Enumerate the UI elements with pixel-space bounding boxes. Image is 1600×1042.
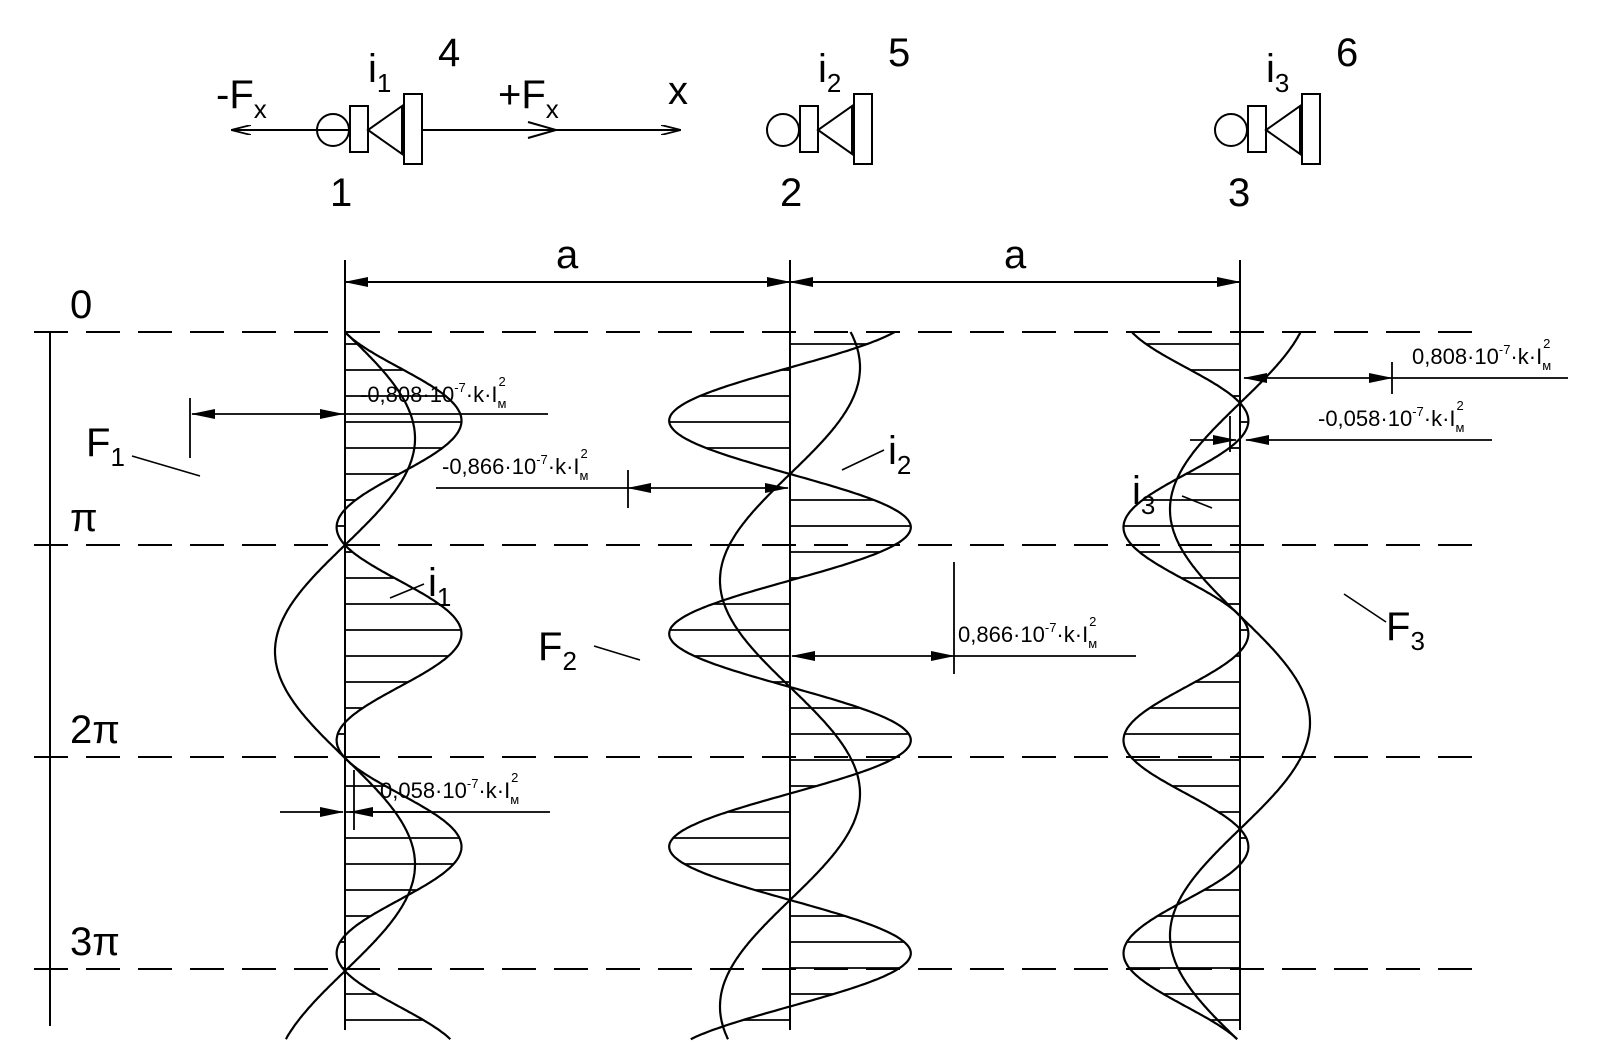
force-label-3: F3: [1386, 605, 1425, 656]
force-label-2: F2: [538, 625, 577, 676]
force-label-1: F1: [86, 421, 125, 472]
plus-fx-label: +Fx: [498, 73, 559, 124]
device-number-3: 6: [1336, 31, 1358, 75]
contact-block-icon: [799, 105, 819, 153]
conductor-symbol-2: 2 5 i2: [766, 31, 910, 215]
conductor-number-1: 1: [330, 171, 352, 215]
triangle-icon: [1264, 104, 1301, 156]
contact-block-icon: [349, 105, 369, 153]
annotation-f3-pos: 0,808·10-7·k·Iм2: [1412, 336, 1551, 373]
plate-icon: [1301, 93, 1321, 165]
conductor-plot-3: [1122, 260, 1312, 1041]
top-axis: -Fx +Fx x: [216, 69, 688, 139]
annotation-f2-neg: -0,866·10-7·k·Iм2: [442, 446, 589, 483]
plate-icon: [853, 93, 873, 165]
force-label-3-leader: [1343, 593, 1387, 623]
annotation-f2-pos: 0,866·10-7·k·Iм2: [958, 614, 1097, 651]
current-curve-1: [273, 331, 417, 1040]
spacing-label-2: a: [1004, 233, 1027, 277]
current-label-2: i2: [888, 429, 911, 480]
force-curve-2: [668, 331, 912, 1041]
current-label-top-3: i3: [1266, 47, 1289, 98]
current-curve-2: [718, 331, 862, 1040]
force-label-1-leader: [131, 455, 201, 477]
x-axis-label: x: [668, 69, 688, 113]
force-curve-1: [335, 331, 463, 1041]
conductor-symbols: 1 4 i1 2 5 i2 3 6 i3: [316, 31, 1358, 215]
conductor-plot-1: [273, 260, 463, 1041]
phase-label: π: [70, 496, 98, 540]
minus-fx-label: -Fx: [216, 73, 267, 124]
conductor-number-3: 3: [1228, 171, 1250, 215]
plus-force-arrowhead: [527, 121, 560, 139]
triangle-icon: [816, 104, 853, 156]
conductor-symbol-3: 3 6 i3: [1214, 31, 1358, 215]
triangle-icon: [366, 104, 403, 156]
current-label-1: i1: [428, 561, 451, 612]
phase-label: 0: [70, 283, 92, 327]
current-label-top-2: i2: [818, 47, 841, 98]
device-number-1: 4: [438, 31, 460, 75]
conductor-plot-2: [668, 260, 912, 1041]
circle-icon: [1214, 113, 1248, 147]
phase-label: 2π: [70, 708, 120, 752]
annotations: -0,808·10-7·k·Iм2 0,058·10-7·k·Iм2 -0,866·…: [189, 336, 1568, 830]
current-label-1-leader: [389, 583, 425, 599]
current-label-3: i3: [1132, 469, 1155, 520]
device-number-2: 5: [888, 31, 910, 75]
spacing-dimension: a a: [344, 233, 1241, 287]
current-curve-3: [1168, 331, 1312, 1040]
circle-icon: [766, 113, 800, 147]
annotation-f1-neg: -0,808·10-7·k·Iм2: [360, 374, 507, 411]
force-label-2-leader: [593, 645, 641, 661]
current-label-2-leader: [841, 449, 885, 471]
conductor-number-2: 2: [780, 171, 802, 215]
annotation-f1-pos: 0,058·10-7·k·Iм2: [380, 770, 519, 807]
spacing-label-1: a: [556, 233, 579, 277]
conductor-symbol-1: 1 4 i1: [316, 31, 460, 215]
phase-label: 3π: [70, 920, 120, 964]
current-label-top-1: i1: [368, 47, 391, 98]
contact-block-icon: [1247, 105, 1267, 153]
current-label-3-leader: [1181, 495, 1213, 509]
force-curve-3: [1122, 331, 1250, 1041]
plate-icon: [403, 93, 423, 165]
annotation-f3-neg: -0,058·10-7·k·Iм2: [1318, 398, 1465, 435]
